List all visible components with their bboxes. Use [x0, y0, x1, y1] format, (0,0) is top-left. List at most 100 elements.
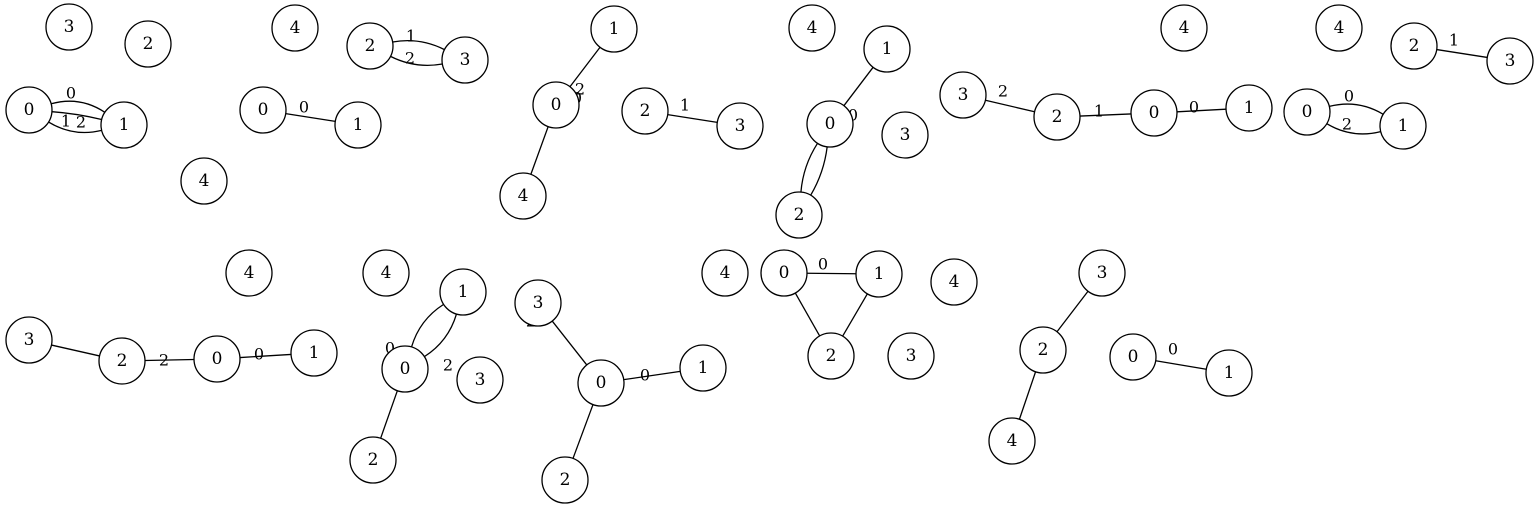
edge-c2-c3-1	[667, 113, 718, 124]
edge-label: 2	[405, 49, 415, 68]
graph-node: 3	[514, 279, 562, 327]
edge-label: 0	[1168, 340, 1178, 359]
node-circle	[1019, 326, 1067, 374]
edge-c0-c1-0	[569, 46, 601, 88]
graph-node: 1	[590, 5, 638, 53]
graph-node: 2	[1033, 93, 1081, 141]
edge-i3-i0-2	[551, 320, 588, 366]
node-circle	[1130, 89, 1178, 137]
edge-b2-b3-1	[390, 55, 443, 66]
graph-node: 2	[1019, 326, 1067, 374]
edge-label: 2	[443, 356, 453, 375]
node-label: 1	[353, 115, 364, 135]
edge-e0-e1-0	[1176, 108, 1227, 113]
graph-node: 0	[381, 345, 429, 393]
node-circle	[239, 86, 287, 134]
edge-label: 2	[575, 80, 585, 99]
node-circle	[1315, 4, 1363, 52]
node-circle	[514, 279, 562, 327]
edge-label: 0	[1344, 87, 1354, 106]
node-circle	[180, 157, 228, 205]
node-circle	[456, 356, 504, 404]
node-label: 1	[119, 115, 130, 135]
edge-a0-a1-1	[51, 111, 102, 121]
node-label: 0	[779, 263, 790, 283]
graph-node: 3	[456, 356, 504, 404]
edge-i0-i2-1	[572, 404, 594, 459]
node-label: 4	[244, 263, 255, 283]
edge-h0-h1-0	[424, 313, 458, 358]
edge-f2-f3-1	[1436, 48, 1488, 59]
graph-node: 2	[349, 436, 397, 484]
graph-node: 1	[1225, 84, 1273, 132]
edge-label: 1	[680, 96, 690, 115]
edge-j0-j2-1	[794, 292, 821, 337]
node-label: 2	[117, 351, 128, 371]
graph-node: 0	[760, 249, 808, 297]
node-circle	[1390, 22, 1438, 70]
graph-node: 0	[806, 100, 854, 148]
node-circle	[863, 25, 911, 73]
graph-node: 0	[577, 359, 625, 407]
graph-node: 1	[679, 344, 727, 392]
node-label: 0	[1128, 347, 1139, 367]
graph-node: 2	[775, 191, 823, 239]
node-circle	[349, 436, 397, 484]
edge-label: 2	[1342, 115, 1352, 134]
node-circle	[807, 332, 855, 380]
node-label: 1	[458, 282, 469, 302]
graph-node: 2	[346, 22, 394, 70]
graph-node: 0	[193, 335, 241, 383]
node-circle	[45, 3, 93, 51]
edge-g3-g2-1	[51, 344, 100, 357]
node-label: 4	[199, 171, 210, 191]
node-label: 1	[1224, 363, 1235, 383]
graph-node: 4	[225, 249, 273, 297]
edge-d0-d2-2	[800, 142, 819, 193]
node-label: 3	[64, 17, 75, 37]
node-label: 2	[826, 346, 837, 366]
edge-label: 0	[254, 345, 264, 364]
node-label: 3	[24, 330, 35, 350]
edge-d0-d1-0	[843, 66, 874, 107]
node-label: 0	[551, 95, 562, 115]
node-circle	[100, 101, 148, 149]
node-label: 4	[949, 272, 960, 292]
node-label: 4	[290, 18, 301, 38]
graph-node: 4	[930, 258, 978, 306]
node-circle	[346, 22, 394, 70]
node-label: 0	[258, 100, 269, 120]
node-circle	[1379, 102, 1427, 150]
graph-node: 0	[1130, 89, 1178, 137]
node-label: 3	[475, 370, 486, 390]
graph-node: 1	[439, 268, 487, 316]
graph-node: 3	[716, 102, 764, 150]
node-circle	[775, 191, 823, 239]
graph-node: 4	[988, 417, 1036, 465]
node-label: 3	[735, 116, 746, 136]
edge-label: 0	[299, 98, 309, 117]
edge-j1-j2-2	[842, 293, 868, 337]
edge-label: 0	[66, 84, 76, 103]
graph-node: 3	[939, 71, 987, 119]
node-circle	[541, 456, 589, 504]
node-circle	[701, 249, 749, 297]
edge-j0-j1-0	[806, 272, 857, 275]
graph-node: 1	[1379, 102, 1427, 150]
node-circle	[441, 36, 489, 84]
node-circle	[679, 344, 727, 392]
edge-label: 1	[406, 27, 416, 46]
node-label: 2	[560, 470, 571, 490]
edge-g0-g1-0	[239, 353, 292, 359]
node-label: 4	[1007, 431, 1018, 451]
edge-label: 2	[159, 351, 169, 370]
edge-b0-b1-0	[285, 112, 336, 123]
node-circle	[988, 417, 1036, 465]
node-label: 4	[807, 18, 818, 38]
node-circle	[1283, 88, 1331, 136]
node-circle	[439, 268, 487, 316]
node-circle	[1205, 349, 1253, 397]
edge-b2-b3-2	[392, 40, 445, 51]
edge-c0-c4-2	[530, 126, 549, 175]
